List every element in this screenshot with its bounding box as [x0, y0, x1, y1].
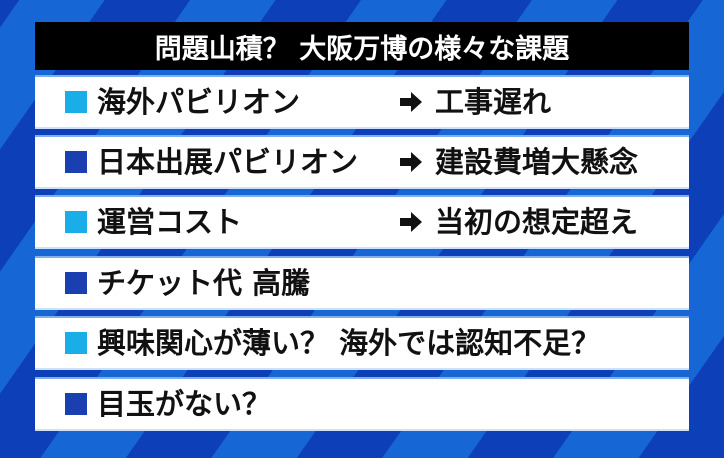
right-arrow-icon	[400, 212, 422, 232]
issue-label: 興味関心が薄い？ 海外では認知不足？	[97, 326, 601, 360]
square-bullet-icon	[65, 91, 87, 113]
issue-result: 当初の想定超え	[435, 205, 639, 239]
issue-label: チケット代 高騰	[97, 266, 311, 300]
square-bullet-icon	[65, 332, 87, 354]
list-item: 興味関心が薄い？ 海外では認知不足？	[35, 316, 689, 370]
list-item: 海外パビリオン 工事遅れ	[35, 75, 689, 129]
list-item: 目玉がない？	[35, 377, 689, 431]
issue-result: 工事遅れ	[435, 85, 552, 119]
square-bullet-icon	[65, 272, 87, 294]
right-arrow-icon	[400, 152, 422, 172]
square-bullet-icon	[65, 151, 87, 173]
issue-label: 日本出展パビリオン	[97, 145, 359, 179]
issue-label: 運営コスト	[97, 205, 243, 239]
right-arrow-icon	[400, 92, 422, 112]
list-item: チケット代 高騰	[35, 256, 689, 310]
issue-label: 海外パビリオン	[97, 85, 301, 119]
issue-result: 建設費増大懸念	[435, 145, 639, 179]
square-bullet-icon	[65, 393, 87, 415]
issue-label: 目玉がない？	[97, 387, 272, 421]
list-item: 日本出展パビリオン 建設費増大懸念	[35, 135, 689, 189]
square-bullet-icon	[65, 211, 87, 233]
page-title: 問題山積？ 大阪万博の様々な課題	[35, 22, 689, 70]
list-item: 運営コスト 当初の想定超え	[35, 195, 689, 249]
